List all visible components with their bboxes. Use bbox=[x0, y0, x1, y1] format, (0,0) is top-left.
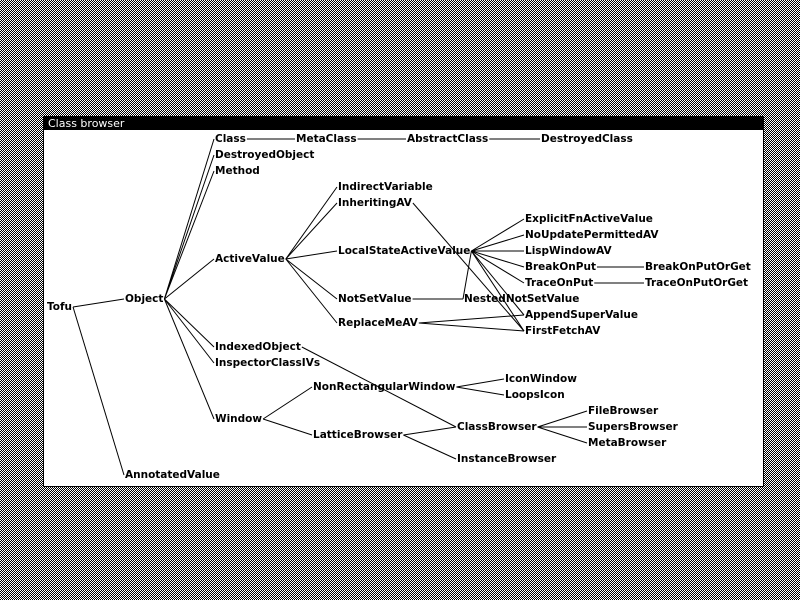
class-node-append-super-value[interactable]: AppendSuperValue bbox=[525, 309, 638, 321]
edge-ReplaceMeAV-FirstFetchAV bbox=[418, 322, 525, 332]
class-browser-window: Class browser bbox=[43, 116, 764, 487]
class-node-nested-not-set-value[interactable]: NestedNotSetValue bbox=[464, 293, 579, 305]
class-node-indirect-variable[interactable]: IndirectVariable bbox=[338, 181, 433, 193]
class-node-break-on-put[interactable]: BreakOnPut bbox=[525, 261, 596, 273]
class-node-no-update-permitted-av[interactable]: NoUpdatePermittedAV bbox=[525, 229, 659, 241]
class-node-indexed-object[interactable]: IndexedObject bbox=[215, 341, 301, 353]
edge-ActiveValue-ReplaceMeAV bbox=[285, 258, 338, 324]
edge-NonRectangularWindow-IconWindow bbox=[456, 378, 505, 388]
edge-LocalStateActiveValue-BreakOnPut bbox=[471, 250, 525, 268]
class-node-file-browser[interactable]: FileBrowser bbox=[588, 405, 659, 417]
class-node-object[interactable]: Object bbox=[125, 293, 163, 305]
class-node-window[interactable]: Window bbox=[215, 413, 262, 425]
edge-Object-Class bbox=[163, 138, 215, 300]
edge-Window-LatticeBrowser bbox=[262, 418, 313, 436]
class-node-method[interactable]: Method bbox=[215, 165, 260, 177]
class-node-explicit-fn-active-value[interactable]: ExplicitFnActiveValue bbox=[525, 213, 653, 225]
class-node-not-set-value[interactable]: NotSetValue bbox=[338, 293, 412, 305]
class-node-meta-browser[interactable]: MetaBrowser bbox=[588, 437, 667, 449]
class-node-first-fetch-av[interactable]: FirstFetchAV bbox=[525, 325, 601, 337]
class-node-loops-icon[interactable]: LoopsIcon bbox=[505, 389, 565, 401]
edge-LocalStateActiveValue-NoUpdatePermittedAV bbox=[471, 234, 525, 252]
edge-LatticeBrowser-ClassBrowser bbox=[403, 426, 457, 436]
edge-ClassBrowser-FileBrowser bbox=[537, 410, 588, 428]
class-node-supers-browser[interactable]: SupersBrowser bbox=[588, 421, 679, 433]
edge-ActiveValue-InheritingAV bbox=[285, 202, 338, 260]
edge-ActiveValue-NotSetValue bbox=[285, 258, 338, 300]
class-node-class[interactable]: Class bbox=[215, 133, 246, 145]
class-node-lattice-browser[interactable]: LatticeBrowser bbox=[313, 429, 403, 441]
class-node-tofu[interactable]: Tofu bbox=[47, 301, 72, 313]
edge-Tofu-Object bbox=[72, 298, 125, 308]
edge-LocalStateActiveValue-AppendSuperValue bbox=[471, 250, 525, 316]
edge-Object-ActiveValue bbox=[164, 258, 215, 300]
edge-InheritingAV-FirstFetchAV bbox=[412, 202, 525, 332]
edge-ActiveValue-LocalStateActiveValue bbox=[285, 250, 338, 260]
edge-LatticeBrowser-InstanceBrowser bbox=[403, 434, 457, 460]
edge-Object-InspectorClassIVs bbox=[164, 298, 215, 364]
edge-Object-Method bbox=[163, 170, 215, 300]
class-node-destroyed-object[interactable]: DestroyedObject bbox=[215, 149, 314, 161]
edge-IndexedObject-ClassBrowser bbox=[301, 346, 457, 428]
class-node-class-browser[interactable]: ClassBrowser bbox=[457, 421, 537, 433]
class-node-trace-on-put[interactable]: TraceOnPut bbox=[525, 277, 593, 289]
edge-ReplaceMeAV-AppendSuperValue bbox=[418, 314, 525, 324]
edge-Tofu-AnnotatedValue bbox=[72, 306, 125, 476]
class-node-abstract-class[interactable]: AbstractClass bbox=[407, 133, 488, 145]
class-node-inheriting-av[interactable]: InheritingAV bbox=[338, 197, 413, 209]
edge-Object-Window bbox=[163, 298, 215, 420]
class-node-local-state-active-value[interactable]: LocalStateActiveValue bbox=[338, 245, 470, 257]
edge-Object-IndexedObject bbox=[164, 298, 215, 348]
class-node-trace-on-put-or-get[interactable]: TraceOnPutOrGet bbox=[645, 277, 748, 289]
class-node-break-on-put-or-get[interactable]: BreakOnPutOrGet bbox=[645, 261, 751, 273]
edge-LocalStateActiveValue-ExplicitFnActiveValue bbox=[471, 218, 525, 252]
class-node-destroyed-class[interactable]: DestroyedClass bbox=[541, 133, 633, 145]
edge-LocalStateActiveValue-TraceOnPut bbox=[471, 250, 525, 284]
class-node-instance-browser[interactable]: InstanceBrowser bbox=[457, 453, 557, 465]
edge-Window-NonRectangularWindow bbox=[262, 386, 313, 420]
class-node-annotated-value[interactable]: AnnotatedValue bbox=[125, 469, 220, 481]
edge-LocalStateActiveValue-FirstFetchAV bbox=[470, 250, 525, 332]
edge-Object-DestroyedObject bbox=[163, 154, 215, 300]
class-node-meta-class[interactable]: MetaClass bbox=[296, 133, 357, 145]
class-node-replace-me-av[interactable]: ReplaceMeAV bbox=[338, 317, 419, 329]
edge-ClassBrowser-MetaBrowser bbox=[537, 426, 588, 444]
class-node-lisp-window-av[interactable]: LispWindowAV bbox=[525, 245, 613, 257]
edge-NonRectangularWindow-LoopsIcon bbox=[456, 386, 505, 396]
class-node-inspector-class-ivs[interactable]: InspectorClassIVs bbox=[215, 357, 320, 369]
edge-ActiveValue-IndirectVariable bbox=[285, 186, 338, 260]
class-node-non-rectangular-window[interactable]: NonRectangularWindow bbox=[313, 381, 456, 393]
graph-edges bbox=[72, 138, 644, 476]
window-title-bar[interactable]: Class browser bbox=[44, 117, 763, 130]
edge-LocalStateActiveValue-NestedNotSetValue bbox=[462, 250, 472, 300]
class-node-active-value[interactable]: ActiveValue bbox=[215, 253, 285, 265]
class-node-icon-window[interactable]: IconWindow bbox=[505, 373, 577, 385]
